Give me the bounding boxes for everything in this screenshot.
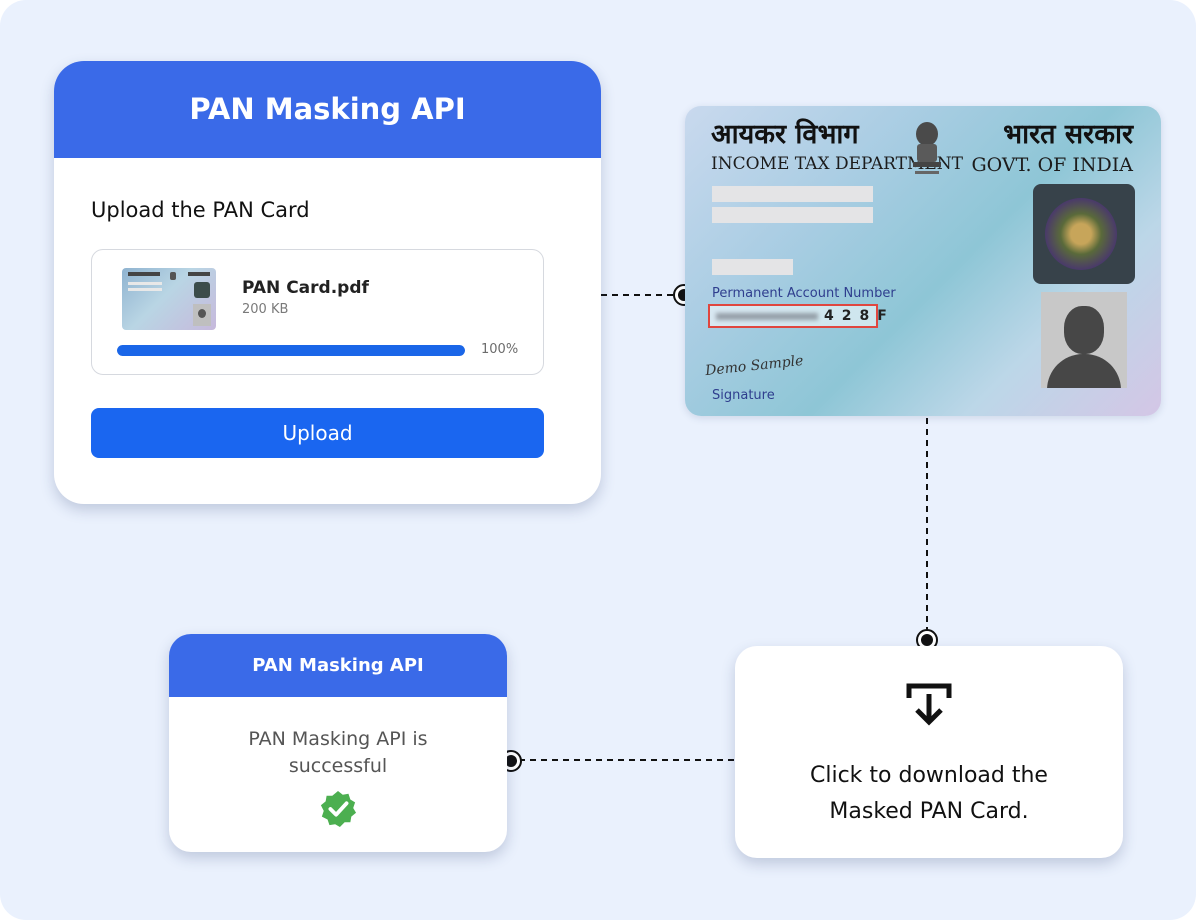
pan-hologram-icon (1033, 184, 1135, 284)
pan-signature-label: Signature (712, 388, 775, 403)
pan-visible-digits: 428F (824, 308, 895, 324)
download-text-line1: Click to download the (810, 763, 1048, 788)
success-message-line2: successful (288, 755, 388, 777)
pan-demo-sample-signature: Demo Sample (704, 352, 805, 380)
pan-govt-english: GOVT. OF INDIA (971, 154, 1134, 176)
masked-pan-card-image: आयकर विभाग INCOME TAX DEPARTMENT भारत सर… (685, 106, 1161, 416)
success-message-line1: PAN Masking API is (248, 728, 428, 750)
masked-pan-region (716, 313, 818, 320)
success-card: PAN Masking API PAN Masking API is succe… (169, 634, 507, 852)
download-card[interactable]: Click to download the Masked PAN Card. (735, 646, 1123, 858)
pan-photo-avatar (1041, 292, 1127, 388)
upload-heading: Upload the PAN Card (91, 198, 310, 222)
pan-dept-english: INCOME TAX DEPARTMENT (711, 154, 964, 174)
success-check-icon (320, 790, 357, 828)
file-item: PAN Card.pdf 200 KB 100% (91, 249, 544, 375)
success-card-title: PAN Masking API (169, 634, 507, 697)
upload-progress-fill (117, 345, 465, 356)
pan-card-thumbnail (122, 268, 216, 330)
download-icon[interactable] (905, 680, 953, 728)
national-emblem-icon (913, 122, 941, 174)
masked-pan-number: 428F (708, 304, 887, 328)
pan-dept-hindi: आयकर विभाग (711, 119, 859, 150)
download-text-line2: Masked PAN Card. (829, 799, 1029, 824)
pan-dob-placeholder (712, 259, 793, 275)
file-name: PAN Card.pdf (242, 278, 369, 298)
pan-govt-hindi: भारत सरकार (1003, 119, 1133, 150)
upload-button[interactable]: Upload (91, 408, 544, 458)
upload-progress-label: 100% (481, 342, 519, 357)
pan-number-label: Permanent Account Number (712, 286, 896, 301)
pan-name-placeholder (712, 186, 873, 202)
success-message: PAN Masking API is successful (169, 726, 507, 780)
file-size: 200 KB (242, 302, 289, 317)
upload-progress-bar (117, 345, 465, 356)
download-instruction[interactable]: Click to download the Masked PAN Card. (735, 758, 1123, 830)
upload-card-title: PAN Masking API (54, 61, 601, 158)
upload-card: PAN Masking API Upload the PAN Card PAN … (54, 61, 601, 504)
pan-father-name-placeholder (712, 207, 873, 223)
